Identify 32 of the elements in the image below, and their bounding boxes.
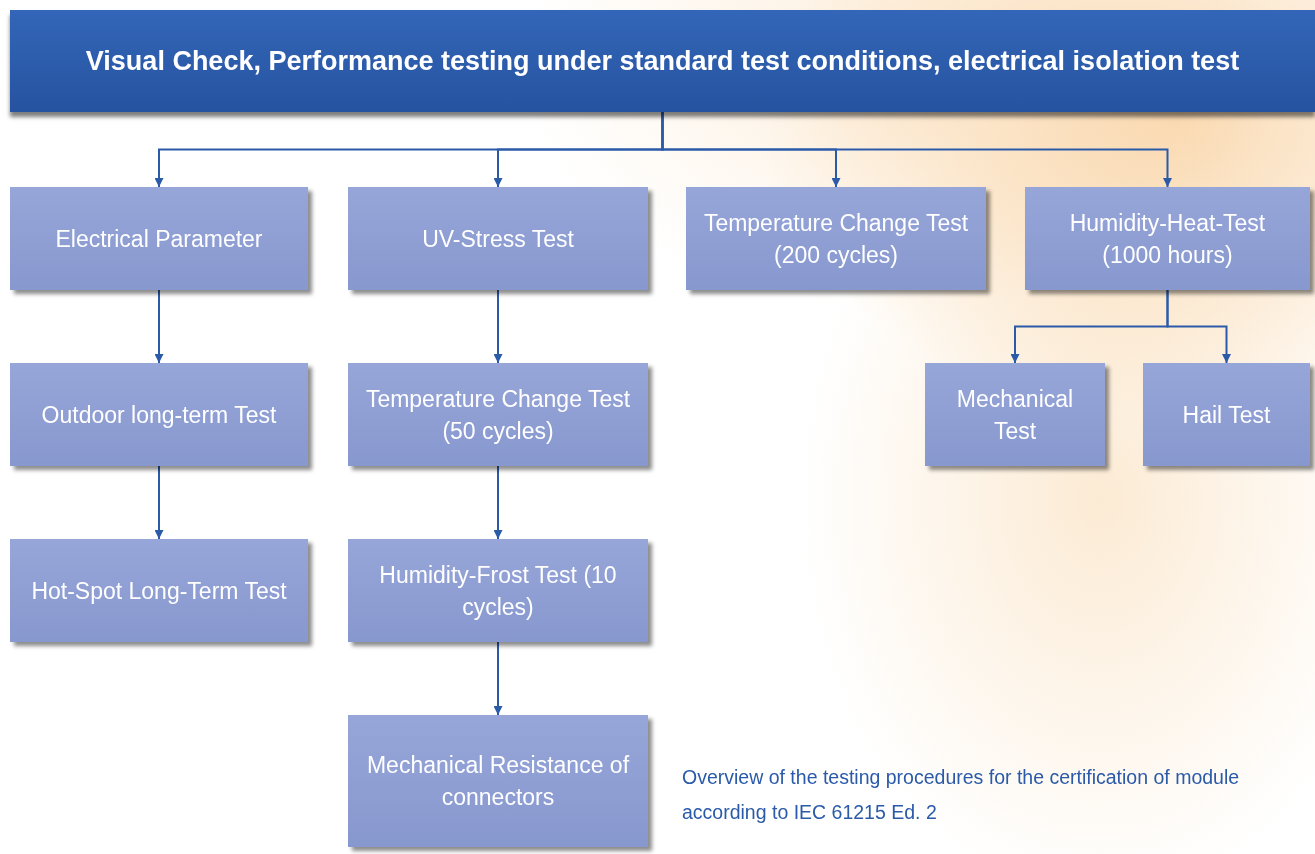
arrow [493,465,503,540]
arrow [493,289,503,364]
arrow [154,465,164,540]
process-box [348,715,648,847]
box-label: Mechanical Resistance of connectors [365,751,631,812]
process-box [348,187,648,290]
process-box [686,187,986,290]
process-box [10,187,308,290]
header-banner [10,10,1315,112]
box-label: Electrical Parameter [55,224,263,254]
box-label: Mechanical Test [955,384,1075,446]
arrow [154,289,164,364]
box-label: Temperature Change Test (50 cycles) [364,384,632,446]
process-box [1143,363,1310,466]
box-label: Humidity-Heat-Test (1000 hours) [1068,208,1267,270]
process-box [10,539,308,642]
arrow [493,641,503,716]
process-box [348,363,648,466]
box-label: Temperature Change Test (200 cycles) [702,208,970,270]
process-box [925,363,1105,466]
process-box [10,363,308,466]
caption: Overview of the testing procedures for the certification of module according to IEC 61215 Ed. 2 [682,765,1241,825]
arrow [1166,289,1231,364]
box-label: Hail Test [1182,400,1271,430]
arrow [661,111,1172,188]
box-label: Humidity-Frost Test (10 cycles) [378,560,618,622]
box-label: UV-Stress Test [422,224,574,254]
process-box [348,539,648,642]
box-label: Hot-Spot Long-Term Test [31,576,287,606]
header-text: Visual Check, Performance testing under standard test conditions, electrical isolation test [85,45,1240,77]
process-box [1025,187,1310,290]
box-label: Outdoor long-term Test [41,400,277,430]
